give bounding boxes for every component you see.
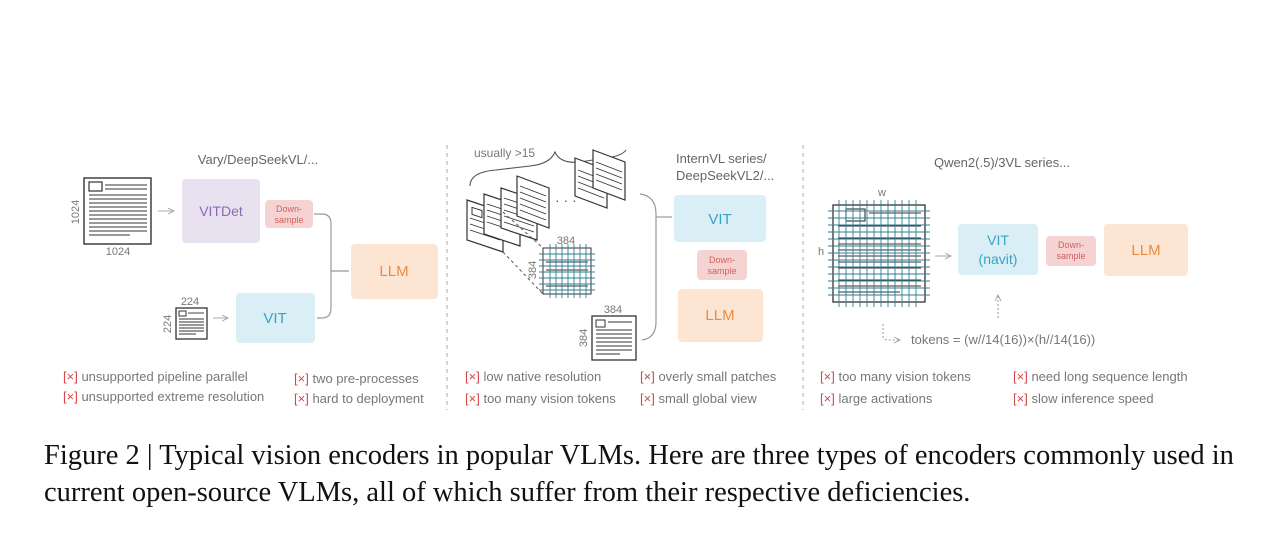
- vit-block: [674, 195, 766, 242]
- llm-block: [351, 244, 438, 299]
- downsample-block: [1046, 236, 1096, 266]
- downsample-label-line2: sample: [1056, 251, 1085, 261]
- large-document-width-label: 1024: [106, 246, 130, 258]
- large-document-icon: [83, 177, 152, 245]
- merge-connector: [639, 193, 657, 341]
- con-item: [×] two pre-processes: [294, 371, 419, 386]
- large-document-height-label: 1024: [70, 200, 82, 224]
- downsample-label-line1: Down-: [1058, 240, 1084, 250]
- panel-2-title-line1: InternVL series/: [676, 151, 767, 166]
- con-item: [×] large activations: [820, 391, 933, 406]
- tile-height-label: 384: [527, 261, 539, 279]
- vit-label: VIT: [987, 232, 1009, 248]
- llm-block: [1104, 224, 1188, 276]
- tokens-formula: tokens = (w//14(16))×(h//14(16)): [911, 332, 1095, 347]
- navit-label: (navit): [979, 251, 1018, 267]
- global-view-document-icon: [591, 315, 637, 361]
- panel-3: Qwen2(.5)/3VL series... w h: [818, 155, 1188, 406]
- llm-block: [678, 289, 763, 342]
- con-item: [×] slow inference speed: [1013, 391, 1154, 406]
- downsample-label-line2: sample: [274, 215, 303, 225]
- vit-block: [236, 293, 315, 343]
- zoom-line: [502, 211, 544, 249]
- tiles-brace: [469, 149, 627, 187]
- con-item: [×] overly small patches: [640, 369, 777, 384]
- zoom-line: [502, 251, 544, 295]
- con-item: [×] too many vision tokens: [465, 391, 616, 406]
- native-resolution-grid-icon: [828, 200, 930, 307]
- con-item: [×] unsupported pipeline parallel: [63, 369, 248, 384]
- vision-encoders-diagram: Vary/DeepSeekVL/... 1024 1024 VITDet Dow…: [63, 145, 1188, 410]
- panel-3-title: Qwen2(.5)/3VL series...: [934, 155, 1070, 170]
- vitdet-label: VITDet: [199, 203, 243, 219]
- downsample-block: [265, 200, 313, 228]
- global-view-width-label: 384: [604, 304, 622, 316]
- panel-2: usually >15 · · ·: [465, 146, 777, 406]
- panel-1: Vary/DeepSeekVL/... 1024 1024 VITDet Dow…: [63, 152, 438, 406]
- vit-navit-block: [958, 224, 1038, 275]
- ellipsis-icon: · · ·: [555, 192, 577, 208]
- downsample-label-line2: sample: [707, 266, 736, 276]
- small-document-icon: [175, 307, 208, 340]
- tiles-count-note: usually >15: [474, 146, 535, 160]
- downsample-label-line1: Down-: [709, 255, 735, 265]
- figure-caption: Figure 2 | Typical vision encoders in po…: [44, 440, 1234, 508]
- con-item: [×] small global view: [640, 391, 757, 406]
- image-height-label: h: [818, 246, 824, 258]
- vit-label: VIT: [263, 310, 286, 327]
- small-document-width-label: 224: [181, 296, 199, 308]
- patch-grid-icon: [539, 244, 595, 298]
- panel-1-title: Vary/DeepSeekVL/...: [198, 152, 318, 167]
- tile-width-label: 384: [557, 235, 575, 247]
- global-view-height-label: 384: [578, 329, 590, 347]
- vitdet-block: [182, 179, 260, 243]
- merge-connector: [314, 213, 332, 319]
- con-item: [×] too many vision tokens: [820, 369, 971, 384]
- con-item: [×] unsupported extreme resolution: [63, 389, 264, 404]
- con-item: [×] hard to deployment: [294, 391, 424, 406]
- panel-2-title-line2: DeepSeekVL2/...: [676, 168, 774, 183]
- small-document-height-label: 224: [162, 315, 174, 333]
- vit-label: VIT: [708, 211, 731, 228]
- document-tiles-icon: · · ·: [466, 149, 626, 253]
- image-width-label: w: [877, 187, 886, 199]
- con-item: [×] need long sequence length: [1013, 369, 1188, 384]
- downsample-block: [697, 250, 747, 280]
- con-item: [×] low native resolution: [465, 369, 601, 384]
- dashed-arrow-icon: [882, 324, 900, 340]
- downsample-label-line1: Down-: [276, 204, 302, 214]
- llm-label: LLM: [705, 307, 734, 324]
- llm-label: LLM: [379, 263, 408, 280]
- llm-label: LLM: [1131, 242, 1160, 259]
